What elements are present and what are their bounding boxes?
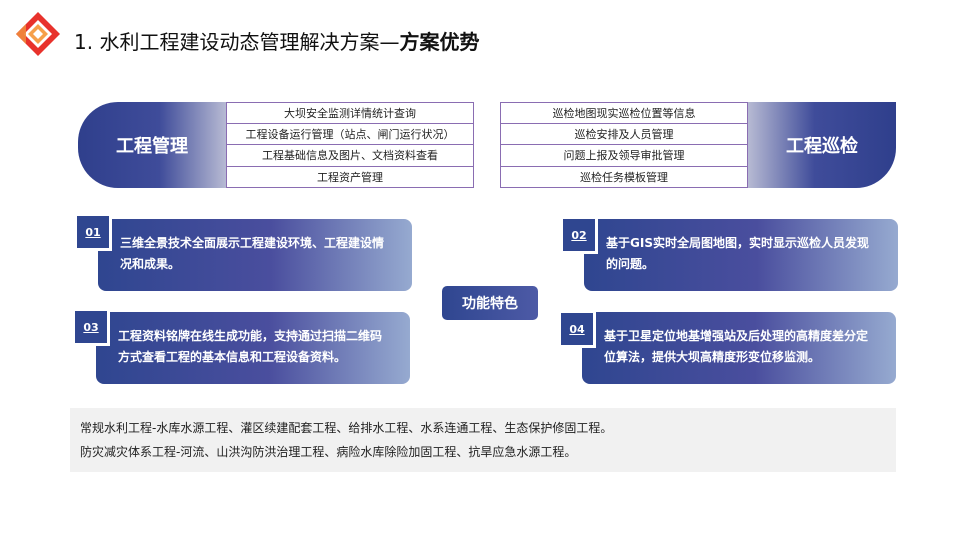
list-item: 巡检安排及人员管理	[500, 123, 748, 145]
engineering-management-label: 工程管理	[78, 102, 226, 188]
badge-number: 03	[75, 311, 107, 343]
badge-number: 01	[77, 216, 109, 248]
badge-number: 04	[561, 313, 593, 345]
feature-card-01: 三维全景技术全面展示工程建设环境、工程建设情况和成果。	[98, 219, 412, 291]
number-badge: 01	[74, 213, 112, 251]
list-item: 工程资产管理	[226, 166, 474, 188]
feature-card-text: 基于卫星定位地基增强站及后处理的高精度差分定位算法，提供大坝高精度形变位移监测。	[604, 329, 869, 364]
feature-card-04: 基于卫星定位地基增强站及后处理的高精度差分定位算法，提供大坝高精度形变位移监测。	[582, 312, 896, 384]
engineering-inspection-label: 工程巡检	[748, 102, 896, 188]
feature-card-text: 工程资料铭牌在线生成功能，支持通过扫描二维码方式查看工程的基本信息和工程设备资料…	[118, 329, 383, 364]
feature-card-text: 基于GIS实时全局图地图，实时显示巡检人员发现的问题。	[606, 236, 869, 271]
badge-number: 02	[563, 219, 595, 251]
scope-line: 防灾减灾体系工程-河流、山洪沟防洪治理工程、病险水库除险加固工程、抗旱应急水源工…	[80, 445, 577, 459]
engineering-inspection-list: 巡检地图现实巡检位置等信息 巡检安排及人员管理 问题上报及领导审批管理 巡检任务…	[500, 102, 748, 188]
feature-card-03: 工程资料铭牌在线生成功能，支持通过扫描二维码方式查看工程的基本信息和工程设备资料…	[96, 312, 410, 384]
feature-center-label: 功能特色	[442, 286, 538, 320]
feature-card-text: 三维全景技术全面展示工程建设环境、工程建设情况和成果。	[120, 236, 385, 271]
number-badge: 03	[72, 308, 110, 346]
page-title: 1. 水利工程建设动态管理解决方案—方案优势	[74, 30, 480, 54]
list-item: 大坝安全监测详情统计查询	[226, 102, 474, 124]
list-item: 巡检任务模板管理	[500, 166, 748, 188]
project-scope-box: 常规水利工程-水库水源工程、灌区续建配套工程、给排水工程、水系连通工程、生态保护…	[70, 408, 896, 472]
scope-line: 常规水利工程-水库水源工程、灌区续建配套工程、给排水工程、水系连通工程、生态保护…	[80, 421, 613, 435]
list-item: 问题上报及领导审批管理	[500, 145, 748, 167]
number-badge: 04	[558, 310, 596, 348]
list-item: 巡检地图现实巡检位置等信息	[500, 102, 748, 124]
engineering-management-list: 大坝安全监测详情统计查询 工程设备运行管理（站点、闸门运行状况） 工程基础信息及…	[226, 102, 474, 188]
list-item: 工程基础信息及图片、文档资料查看	[226, 145, 474, 167]
list-item: 工程设备运行管理（站点、闸门运行状况）	[226, 123, 474, 145]
feature-card-02: 基于GIS实时全局图地图，实时显示巡检人员发现的问题。	[584, 219, 898, 291]
number-badge: 02	[560, 216, 598, 254]
logo-icon	[16, 12, 60, 56]
